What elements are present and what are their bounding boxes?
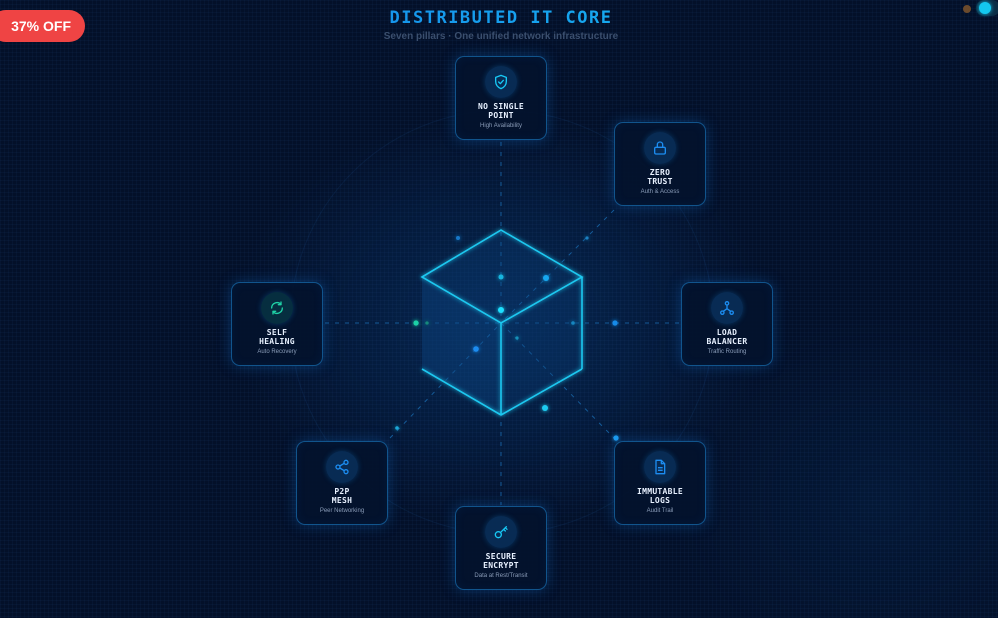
theme-toggle-knob[interactable] bbox=[979, 2, 991, 14]
particle bbox=[425, 321, 429, 325]
particle bbox=[585, 236, 589, 240]
lock-icon bbox=[644, 132, 676, 164]
pillar-subtitle: Data at Rest/Transit bbox=[474, 573, 528, 579]
particle bbox=[473, 346, 479, 352]
particle bbox=[543, 275, 549, 281]
status-dot bbox=[963, 5, 971, 13]
particle bbox=[395, 426, 399, 430]
particle bbox=[542, 405, 548, 411]
pillar-title: LOGS bbox=[649, 496, 671, 505]
page-title: DISTRIBUTED IT CORE bbox=[0, 8, 998, 28]
pillar-subtitle: Peer Networking bbox=[319, 508, 365, 514]
core-cube bbox=[420, 229, 584, 416]
particle bbox=[498, 274, 504, 280]
pillar-title: LOAD bbox=[716, 328, 738, 337]
particle bbox=[515, 336, 519, 340]
pillar-title: POINT bbox=[488, 111, 514, 120]
pillar-title: MESH bbox=[331, 496, 353, 505]
pillar-subtitle: Auth & Access bbox=[640, 189, 680, 195]
pillar-subtitle: Auto Recovery bbox=[257, 349, 297, 355]
key-icon bbox=[485, 516, 517, 548]
pillar-subtitle: Traffic Routing bbox=[707, 349, 747, 355]
pillar-title: IMMUTABLE bbox=[636, 487, 684, 496]
refresh-icon bbox=[261, 292, 293, 324]
page-subtitle: Seven pillars · One unified network infr… bbox=[383, 31, 619, 42]
pillar-title: NO SINGLE bbox=[477, 102, 525, 111]
pillar-title: SELF bbox=[266, 328, 288, 337]
particle bbox=[612, 320, 618, 326]
pillar-title: ENCRYPT bbox=[483, 561, 519, 570]
network-icon bbox=[711, 292, 743, 324]
pillar-subtitle: Audit Trail bbox=[646, 508, 674, 514]
link-logs bbox=[500, 322, 615, 439]
shield-check-icon bbox=[485, 66, 517, 98]
particle bbox=[456, 236, 460, 240]
link-zero-trust bbox=[500, 209, 615, 324]
share-icon bbox=[326, 451, 358, 483]
pillar-title: P2P bbox=[334, 487, 350, 496]
particle bbox=[571, 321, 575, 325]
pillar-title: SECURE bbox=[485, 552, 517, 561]
promo-badge[interactable]: 37% OFF bbox=[0, 10, 85, 42]
document-icon bbox=[644, 451, 676, 483]
pillar-title: TRUST bbox=[647, 177, 673, 186]
particle bbox=[498, 307, 504, 313]
pillar-title: BALANCER bbox=[706, 337, 748, 346]
pillar-title: ZERO bbox=[649, 168, 671, 177]
particle bbox=[613, 435, 619, 441]
pillar-title: HEALING bbox=[259, 337, 295, 346]
particle bbox=[413, 320, 419, 326]
pillar-subtitle: High Availability bbox=[480, 123, 522, 129]
